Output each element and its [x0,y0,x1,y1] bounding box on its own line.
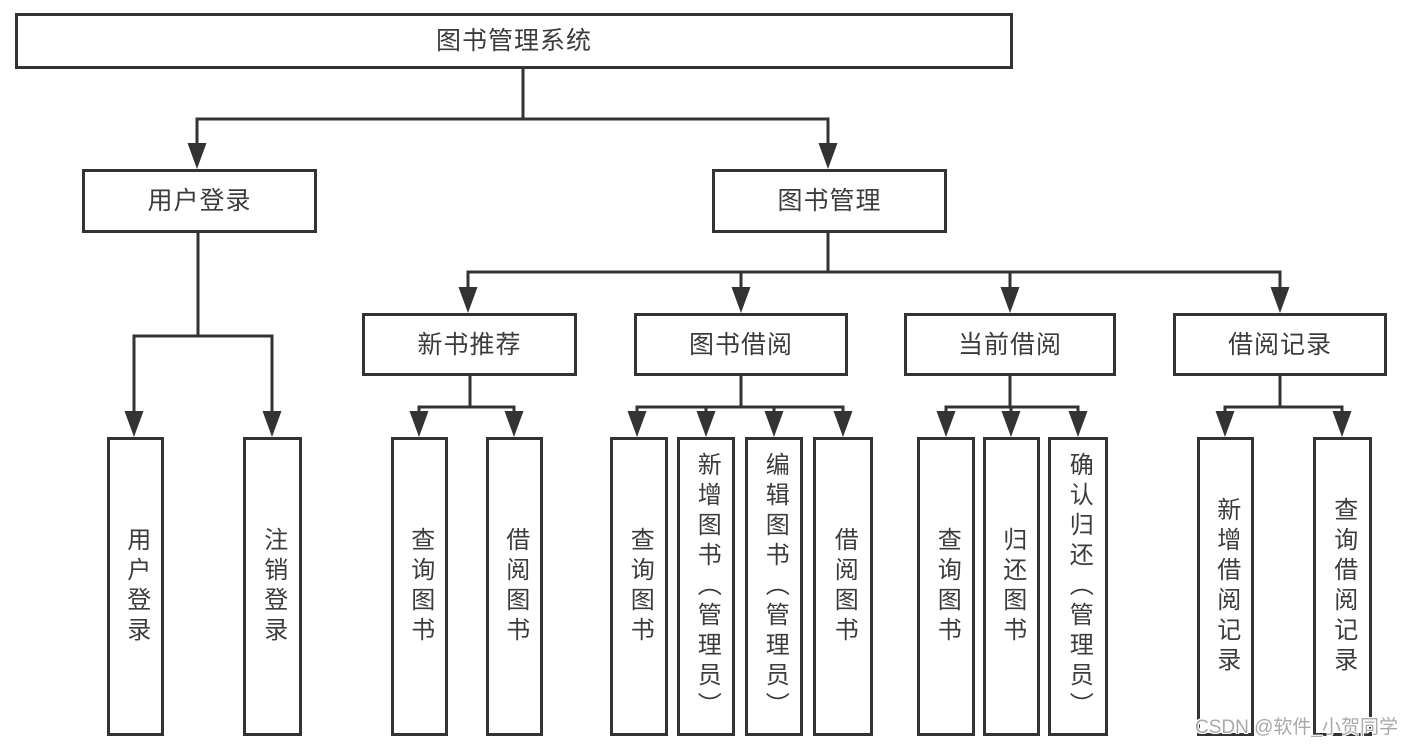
node-borrow-records-label: 借阅记录 [1227,330,1332,359]
csdn-watermark: CSDN @软件_小贺同学 [1195,717,1398,738]
leaf-recommend-borrow-books: 借阅图书 [486,437,543,736]
leaf-current-query-books: 查询图书 [917,437,975,736]
leaf-current-return-books-label: 归还图书 [998,526,1026,647]
leaf-recommend-query-books: 查询图书 [391,437,448,736]
node-new-book-recommend: 新书推荐 [362,313,577,376]
leaf-records-add-record: 新增借阅记录 [1197,437,1254,736]
node-borrow-records: 借阅记录 [1173,313,1387,376]
leaf-records-add-record-label: 新增借阅记录 [1212,496,1240,677]
leaf-logout: 注销登录 [243,437,302,736]
leaf-records-query-record: 查询借阅记录 [1313,437,1372,736]
leaf-logout-label: 注销登录 [259,526,287,647]
node-book-management-label: 图书管理 [777,187,882,215]
leaf-borrow-edit-books-admin: 编辑图书（管理员） [745,437,803,736]
leaf-current-confirm-return-admin-label: 确认归还（管理员） [1065,451,1093,722]
leaf-borrow-edit-books-admin-label: 编辑图书（管理员） [761,451,789,722]
leaf-current-return-books: 归还图书 [983,437,1040,736]
node-current-borrow: 当前借阅 [904,313,1116,376]
node-book-borrow: 图书借阅 [634,313,848,376]
node-user-login-label: 用户登录 [147,187,252,215]
leaf-current-query-books-label: 查询图书 [933,526,961,647]
leaf-borrow-borrow-books: 借阅图书 [813,437,873,736]
node-root-label: 图书管理系统 [435,27,592,55]
node-root: 图书管理系统 [15,13,1013,69]
leaf-recommend-borrow-books-label: 借阅图书 [501,526,529,647]
node-new-book-recommend-label: 新书推荐 [417,330,522,359]
node-user-login: 用户登录 [82,169,317,233]
node-current-borrow-label: 当前借阅 [957,330,1062,359]
leaf-records-query-record-label: 查询借阅记录 [1329,496,1357,677]
node-book-borrow-label: 图书借阅 [688,330,793,359]
leaf-borrow-query-books: 查询图书 [610,437,668,736]
leaf-borrow-add-books-admin-label: 新增图书（管理员） [693,451,721,722]
leaf-borrow-query-books-label: 查询图书 [626,526,654,647]
leaf-borrow-add-books-admin: 新增图书（管理员） [677,437,735,736]
leaf-user-login: 用户登录 [107,437,164,736]
node-book-management: 图书管理 [712,169,947,233]
leaf-user-login-label: 用户登录 [122,526,150,647]
leaf-borrow-borrow-books-label: 借阅图书 [830,526,858,647]
leaf-recommend-query-books-label: 查询图书 [406,526,434,647]
leaf-current-confirm-return-admin: 确认归还（管理员） [1048,437,1108,736]
